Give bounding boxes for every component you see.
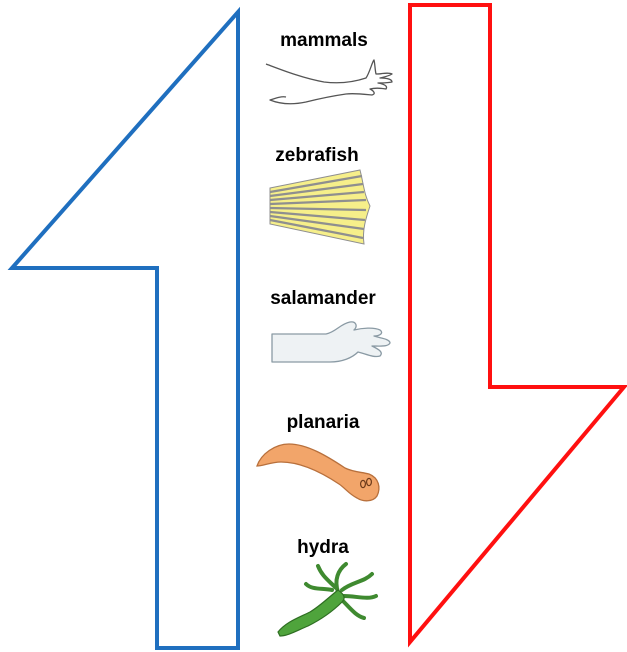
label-planaria: planaria <box>253 412 393 434</box>
mammal-arm-icon <box>262 56 398 112</box>
label-salamander: salamander <box>253 288 393 310</box>
planaria-icon <box>253 438 385 504</box>
label-mammals: mammals <box>254 30 394 52</box>
label-hydra: hydra <box>253 537 393 559</box>
salamander-limb-icon <box>270 318 394 368</box>
down-arrow <box>410 5 624 642</box>
label-zebrafish: zebrafish <box>247 145 387 167</box>
up-arrow <box>12 12 238 648</box>
zebrafish-fin-icon <box>266 168 374 248</box>
hydra-icon <box>272 560 384 640</box>
